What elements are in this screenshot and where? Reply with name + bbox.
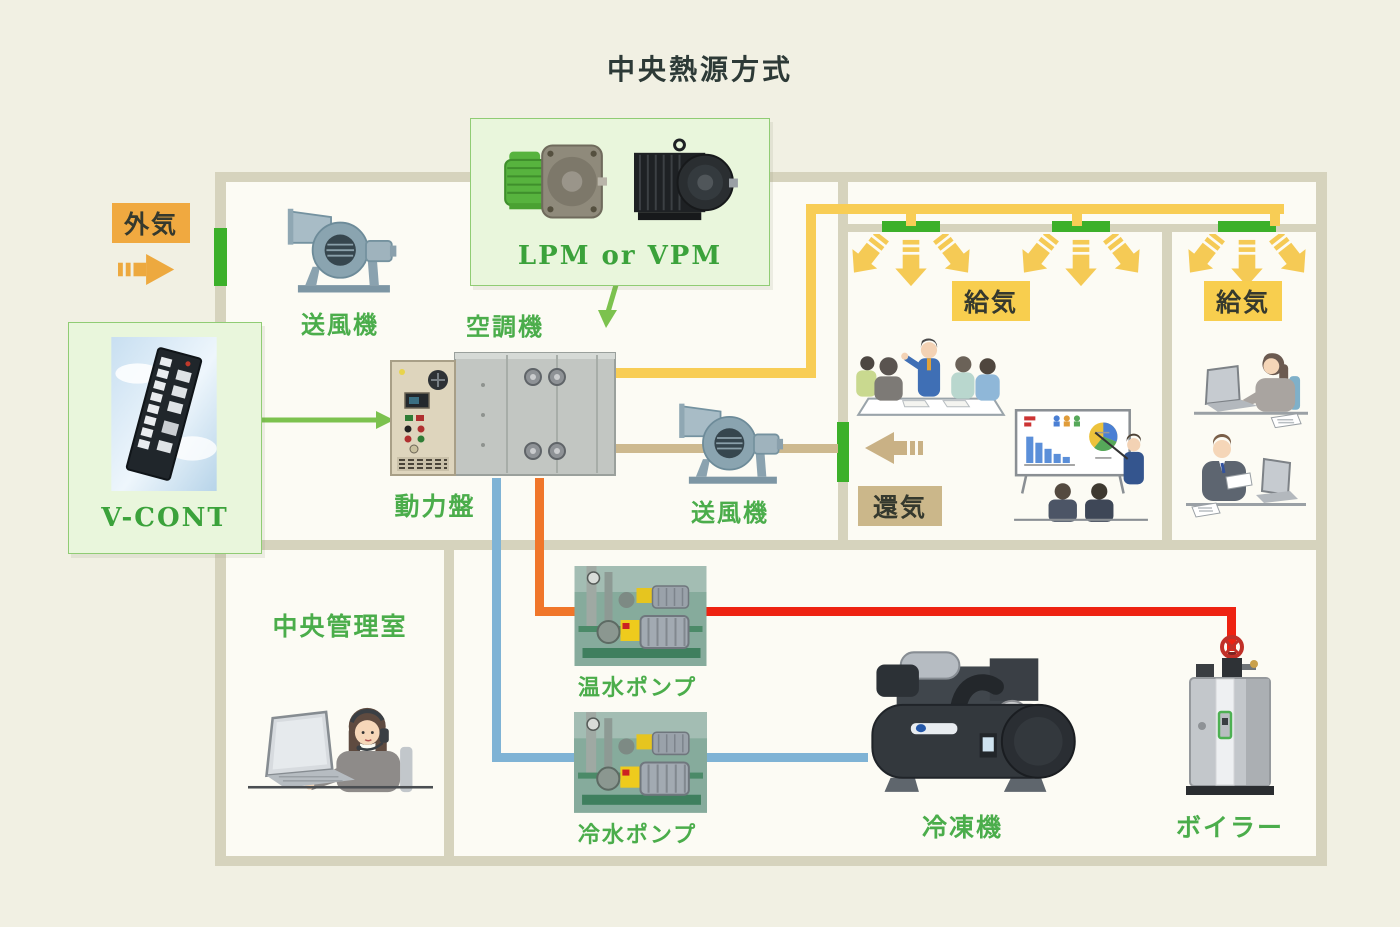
motor-to-ahu-arrow	[598, 284, 619, 328]
chiller-image	[860, 626, 1078, 798]
meeting-group-image	[850, 336, 1012, 432]
air-handler-label: 空調機	[466, 312, 544, 341]
motor-options-panel: LPM or VPM	[470, 118, 770, 286]
chilled-water-pump-label: 冷水ポンプ	[577, 822, 698, 848]
return-fan-label: 送風機	[691, 498, 769, 527]
supply-duct-riser	[806, 204, 816, 378]
supply-air-arrows-2	[1021, 234, 1141, 292]
return-air-arrow-icon	[865, 432, 923, 464]
return-fan-image	[673, 401, 791, 489]
boiler-label: ボイラー	[1175, 813, 1284, 842]
presentation-image	[1010, 402, 1152, 522]
supply-diffuser-1	[882, 221, 940, 232]
vcont-controller-image	[111, 337, 217, 491]
boiler-pipe-vertical	[1227, 607, 1236, 651]
motor-options-label: LPM or VPM	[517, 241, 723, 271]
supply-diffuser-2	[1052, 221, 1110, 232]
control-room-wall	[444, 550, 454, 856]
outside-air-damper	[214, 228, 227, 286]
hot-water-pump-label: 温水ポンプ	[577, 675, 698, 701]
supply-duct-from-ahu	[616, 368, 812, 378]
supply-fan-image	[283, 206, 403, 298]
chiller-label: 冷凍機	[921, 813, 1003, 842]
power-panel-label: 動力盤	[394, 492, 476, 521]
vcont-panel: V-CONT	[68, 322, 262, 554]
supply-duct-drop-2	[1072, 214, 1082, 226]
mid-floor-wall	[226, 540, 1316, 550]
return-air-label: 還気	[858, 486, 942, 526]
page-title: 中央熱源方式	[606, 53, 793, 86]
lpm-motor-image	[499, 137, 607, 225]
vcont-to-ahu-arrow	[258, 411, 394, 429]
supply-duct-drop-3	[1270, 214, 1280, 226]
building-bottom-wall	[215, 856, 1327, 866]
vcont-label: V-CONT	[101, 503, 229, 533]
building-top-wall	[215, 172, 1327, 182]
boiler-image	[1184, 634, 1276, 799]
supply-air-label-1: 給気	[952, 281, 1030, 321]
supply-fan-label: 送風機	[301, 310, 379, 339]
return-air-damper	[837, 422, 849, 482]
supply-diffuser-3	[1218, 221, 1276, 232]
chilled-water-pipe-vertical	[492, 478, 501, 762]
chilled-water-pump-image	[574, 712, 707, 813]
hot-water-pump-image	[574, 566, 707, 666]
meeting-office-wall	[1162, 232, 1172, 540]
office-worker-1-image	[1194, 342, 1308, 430]
office-worker-2-image	[1186, 428, 1306, 522]
boiler-pipe-horizontal	[690, 607, 1236, 616]
hot-water-pipe-vertical	[535, 478, 544, 616]
outside-air-label: 外気	[112, 203, 190, 243]
hot-water-pipe-horizontal	[535, 607, 605, 616]
vpm-motor-image	[623, 135, 739, 229]
building-right-wall	[1316, 172, 1327, 866]
supply-air-label-2: 給気	[1204, 281, 1282, 321]
outside-air-arrow-icon	[118, 254, 175, 285]
machine-room-wall	[838, 180, 848, 540]
supply-duct-main	[806, 204, 1284, 214]
control-room-label: 中央管理室	[272, 612, 408, 641]
air-handler-image	[385, 345, 620, 482]
operator-image	[248, 652, 433, 812]
supply-duct-drop-1	[906, 214, 916, 226]
